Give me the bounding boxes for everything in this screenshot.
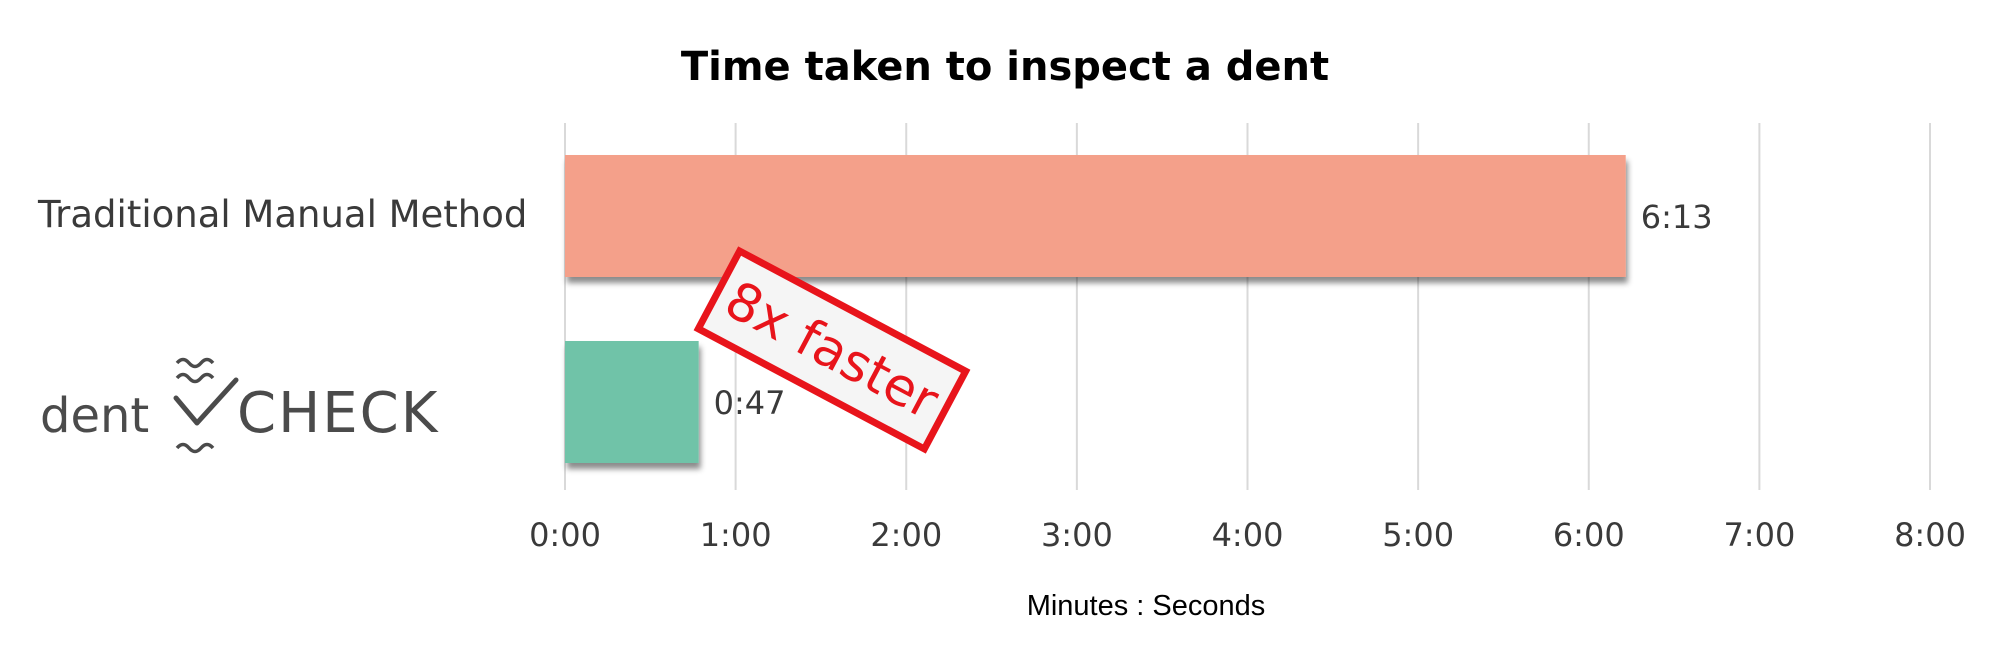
x-tick-label: 4:00 [1212, 516, 1284, 554]
bar-traditional [565, 155, 1626, 277]
x-tick-label: 5:00 [1382, 516, 1454, 554]
logo-wave-icon [175, 357, 215, 369]
chart-title: Time taken to inspect a dent [681, 44, 1329, 90]
logo-wave-icon [175, 442, 215, 454]
logo-wave-icon [175, 372, 215, 384]
value-label: 6:13 [1641, 198, 1713, 236]
bar-dentcheck [565, 341, 699, 463]
dentcheck-logo: dent CHECK [40, 357, 439, 454]
x-tick-label: 1:00 [700, 516, 772, 554]
x-tick-labels: 0:00 1:00 2:00 3:00 4:00 5:00 6:00 7:00 8:00 [529, 516, 1966, 554]
x-tick-label: 7:00 [1723, 516, 1795, 554]
stamp-border [693, 246, 971, 454]
value-labels: 6:13 0:47 [714, 198, 1713, 422]
category-label-traditional: Traditional Manual Method [37, 193, 527, 236]
logo-word-dent: dent [40, 388, 149, 444]
value-label: 0:47 [714, 384, 786, 422]
x-tick-label: 6:00 [1553, 516, 1625, 554]
logo-word-check: CHECK [237, 381, 439, 446]
x-tick-label: 3:00 [1041, 516, 1113, 554]
x-tick-label: 2:00 [870, 516, 942, 554]
x-tick-label: 8:00 [1894, 516, 1966, 554]
x-tick-label: 0:00 [529, 516, 601, 554]
x-axis-label: Minutes : Seconds [1027, 590, 1266, 622]
logo-check-icon [173, 377, 239, 426]
